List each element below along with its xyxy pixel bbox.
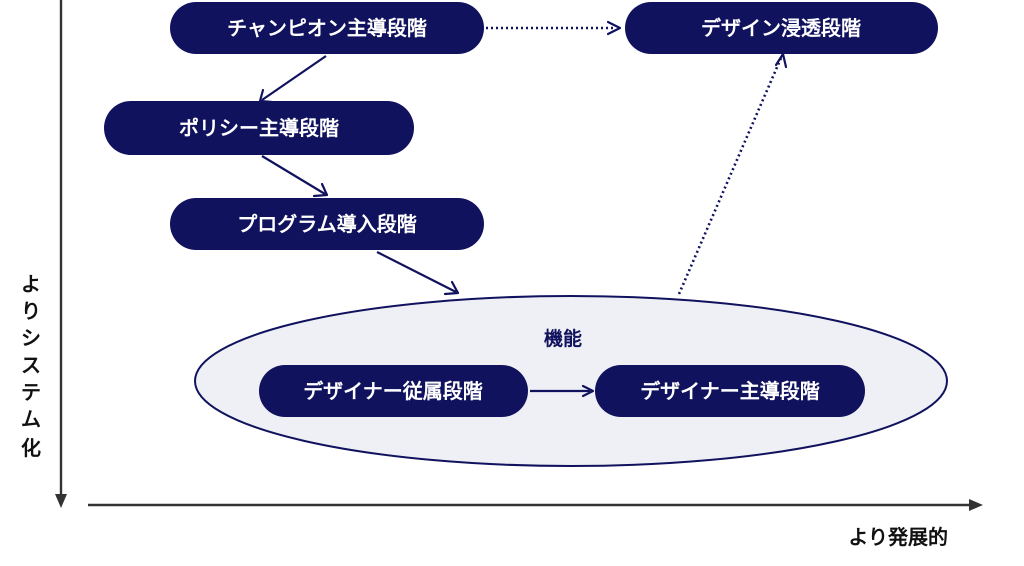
vertical-axis-char: 化 bbox=[21, 436, 41, 460]
stage-program-label: プログラム導入段階 bbox=[237, 212, 416, 236]
stage-designer-led: デザイナー主導段階 bbox=[595, 365, 865, 417]
flow-connectors bbox=[258, 20, 788, 398]
stage-design-penetration-label: デザイン浸透段階 bbox=[701, 16, 861, 40]
program-to-function-arrowhead bbox=[443, 280, 460, 296]
stage-designer-subordinate-label: デザイナー従属段階 bbox=[303, 379, 483, 403]
stage-policy-label: ポリシー主導段階 bbox=[179, 116, 339, 140]
horizontal-axis-arrowhead bbox=[969, 499, 983, 511]
function-to-penetration-connector bbox=[677, 57, 783, 295]
vertical-axis-char: ム bbox=[21, 407, 41, 431]
function-to-penetration-arrowhead bbox=[774, 52, 788, 69]
subordinate-to-led-arrowhead bbox=[581, 384, 595, 398]
vertical-axis-label: よ り シ ス テ ム 化 bbox=[21, 272, 41, 460]
horizontal-axis-label: より発展的 bbox=[848, 525, 948, 549]
vertical-axis-arrowhead bbox=[55, 494, 67, 508]
vertical-axis bbox=[55, 0, 67, 508]
champion-to-penetration-arrowhead bbox=[606, 20, 622, 36]
function-region-label: 機能 bbox=[544, 327, 582, 350]
vertical-axis-char: り bbox=[21, 299, 41, 323]
stage-program: プログラム導入段階 bbox=[170, 198, 484, 250]
stage-policy: ポリシー主導段階 bbox=[104, 101, 414, 155]
stage-champion-label: チャンピオン主導段階 bbox=[227, 16, 427, 40]
vertical-axis-char: テ bbox=[21, 380, 41, 404]
champion-to-policy-connector bbox=[261, 55, 327, 101]
function-region bbox=[194, 295, 948, 467]
policy-to-program-connector bbox=[261, 155, 326, 195]
program-to-function-connector bbox=[376, 251, 457, 293]
horizontal-axis bbox=[88, 499, 983, 511]
stage-design-penetration: デザイン浸透段階 bbox=[625, 2, 938, 54]
vertical-axis-char: よ bbox=[21, 272, 41, 296]
vertical-axis-char: シ bbox=[21, 326, 41, 350]
policy-to-program-arrowhead bbox=[312, 182, 329, 198]
stage-designer-subordinate: デザイナー従属段階 bbox=[259, 365, 528, 417]
stage-designer-led-label: デザイナー主導段階 bbox=[640, 379, 820, 403]
stage-champion: チャンピオン主導段階 bbox=[170, 2, 484, 54]
vertical-axis-char: ス bbox=[21, 353, 41, 377]
